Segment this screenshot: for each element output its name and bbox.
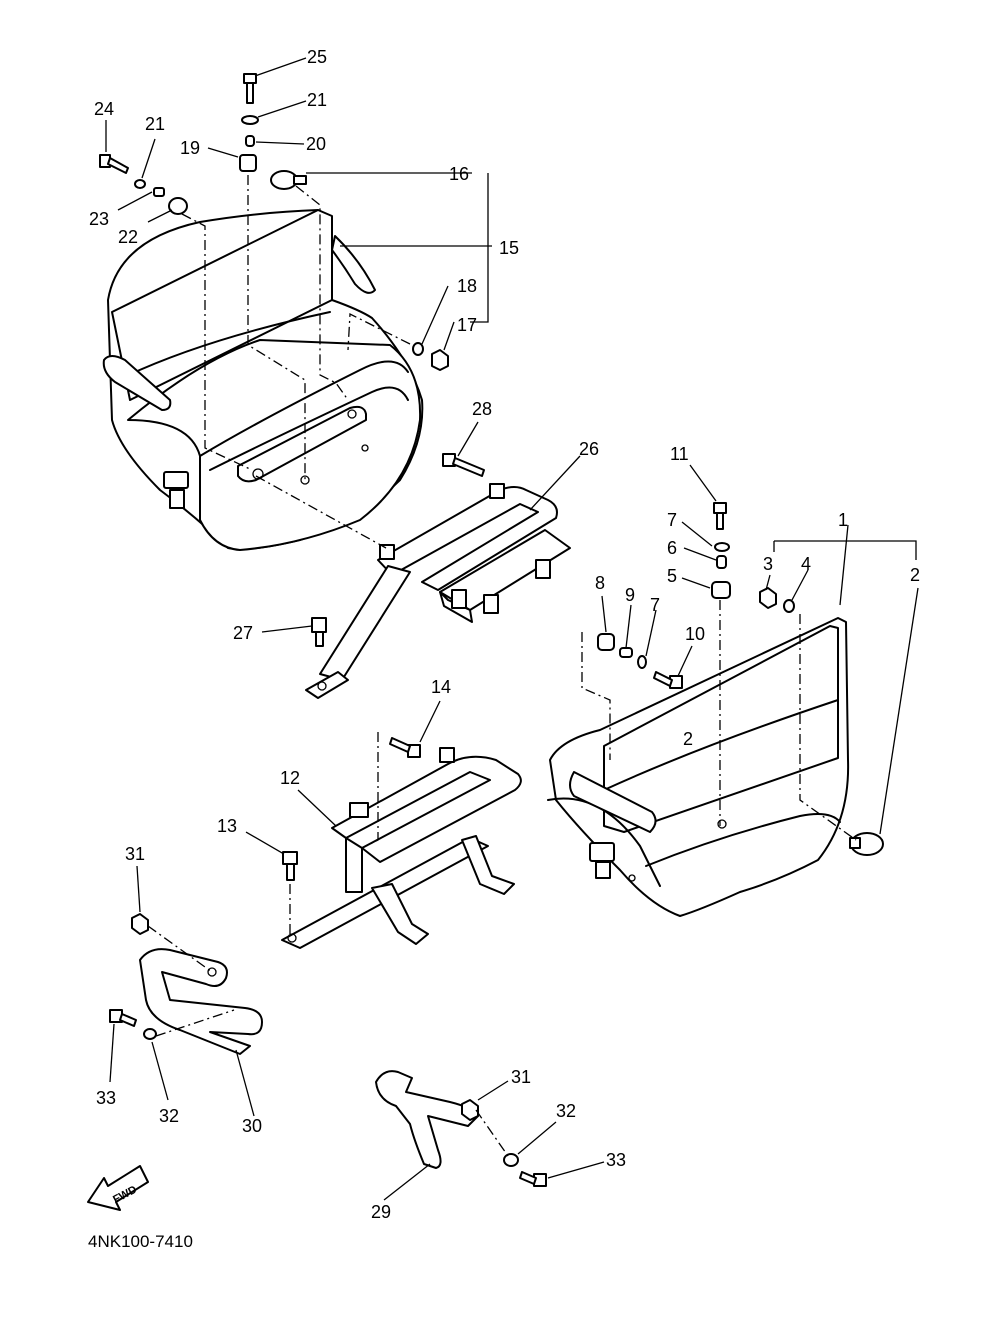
right-bag-bracket xyxy=(281,747,522,949)
callout-22: 22 xyxy=(118,227,138,247)
left-saddlebag xyxy=(102,209,424,551)
callout-5: 5 xyxy=(667,566,677,586)
leader-lines xyxy=(105,57,919,1201)
callout-7: 7 xyxy=(667,510,677,530)
callout-32: 32 xyxy=(556,1101,576,1121)
callout-28: 28 xyxy=(472,399,492,419)
callout-1: 1 xyxy=(838,510,848,530)
callout-9: 9 xyxy=(625,585,635,605)
right-saddlebag xyxy=(547,617,850,917)
callout-24: 24 xyxy=(94,99,114,119)
callout-21: 21 xyxy=(145,114,165,134)
hardware xyxy=(99,73,884,1187)
callout-19: 19 xyxy=(180,138,200,158)
forward-arrow-icon: FWD xyxy=(87,1165,149,1211)
callout-26: 26 xyxy=(579,439,599,459)
callout-2: 2 xyxy=(683,729,693,749)
callout-25: 25 xyxy=(307,47,327,67)
engine-guard-29 xyxy=(375,1070,479,1169)
callout-29: 29 xyxy=(371,1202,391,1222)
callout-10: 10 xyxy=(685,624,705,644)
drawing-code: 4NK100-7410 xyxy=(88,1232,193,1251)
callout-11: 11 xyxy=(670,444,689,464)
callout-30: 30 xyxy=(242,1116,262,1136)
callout-21: 21 xyxy=(307,90,327,110)
callout-8: 8 xyxy=(595,573,605,593)
callout-14: 14 xyxy=(431,677,451,697)
engine-guard-30 xyxy=(139,948,263,1055)
callout-31: 31 xyxy=(511,1067,531,1087)
assembly-lines xyxy=(147,175,857,1157)
left-bag-bracket xyxy=(305,483,571,699)
callout-13: 13 xyxy=(217,816,237,836)
callout-7: 7 xyxy=(650,595,660,615)
callout-32: 32 xyxy=(159,1106,179,1126)
callout-20: 20 xyxy=(306,134,326,154)
callout-33: 33 xyxy=(96,1088,116,1108)
callout-18: 18 xyxy=(457,276,477,296)
callout-12: 12 xyxy=(280,768,300,788)
callout-16: 16 xyxy=(449,164,469,184)
callout-31: 31 xyxy=(125,844,145,864)
callout-6: 6 xyxy=(667,538,677,558)
callout-27: 27 xyxy=(233,623,253,643)
callout-23: 23 xyxy=(89,209,109,229)
callout-3: 3 xyxy=(763,554,773,574)
callout-17: 17 xyxy=(457,315,477,335)
callouts: 25 21 20 19 24 21 23 22 16 15 18 17 28 2… xyxy=(89,47,920,1222)
callout-33: 33 xyxy=(606,1150,626,1170)
callout-15: 15 xyxy=(499,238,519,258)
callout-4: 4 xyxy=(801,554,811,574)
callout-2: 2 xyxy=(910,565,920,585)
